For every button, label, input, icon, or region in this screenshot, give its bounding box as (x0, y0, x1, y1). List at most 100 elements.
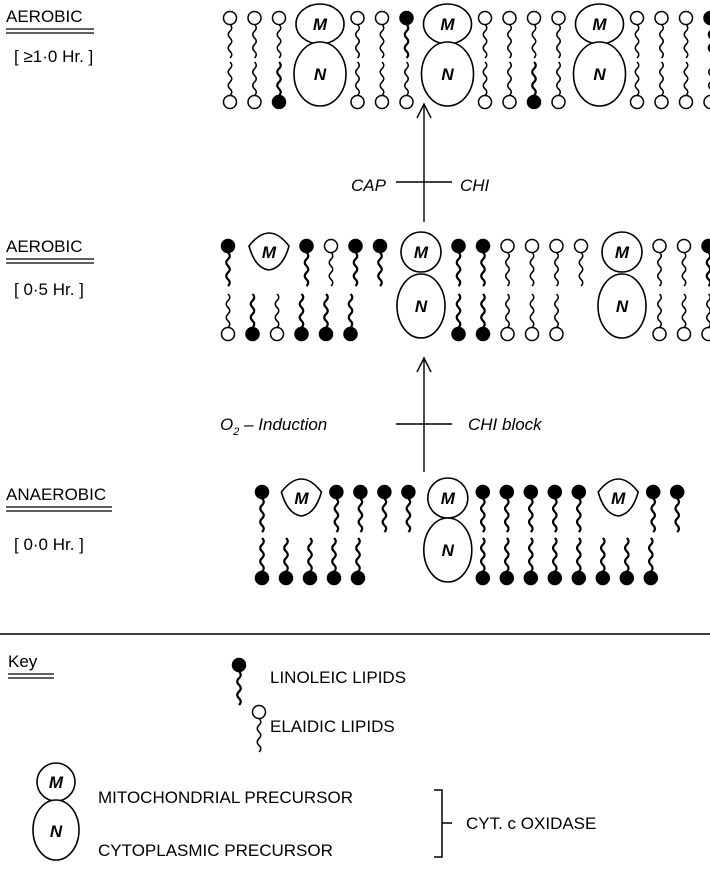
linoleic-lipid (320, 294, 333, 341)
linoleic-lipid (596, 538, 609, 585)
elaidic-lipid (351, 12, 364, 59)
transition-lower: O2 – Induction CHI block (220, 358, 543, 472)
elaidic-lipid (224, 12, 237, 59)
linoleic-lipid (477, 240, 490, 287)
state-3-condition: ANAEROBIC (6, 485, 106, 504)
elaidic-lipid (653, 240, 666, 287)
linoleic-lipid (295, 294, 308, 341)
elaidic-lipid (704, 62, 710, 109)
svg-text:M: M (592, 15, 607, 34)
m-subunit: M (296, 4, 344, 44)
key-n-letter: N (50, 822, 63, 841)
svg-text:N: N (415, 297, 428, 316)
elaidic-lipid (400, 62, 413, 109)
elaidic-lipid (702, 294, 710, 341)
linoleic-lipid (702, 240, 710, 287)
transition-upper-right: CHI (460, 176, 490, 195)
elaidic-lipid (501, 294, 514, 341)
elaidic-lipid (678, 240, 691, 287)
elaidic-lipid (376, 62, 389, 109)
linoleic-lipid (477, 294, 490, 341)
key-linoleic-label: LINOLEIC LIPIDS (270, 668, 406, 687)
elaidic-lipid (678, 294, 691, 341)
elaidic-lipid (552, 62, 565, 109)
key-section: Key LINOLEIC LIPIDS ELAIDIC LIPIDS M N M… (8, 652, 596, 860)
linoleic-lipid (330, 486, 343, 533)
elaidic-lipid (325, 240, 338, 287)
key-enzyme-label: CYT. c OXIDASE (466, 814, 596, 833)
linoleic-lipid (452, 240, 465, 287)
linoleic-lipid (256, 486, 269, 533)
elaidic-lipid (680, 62, 693, 109)
linoleic-lipid (524, 538, 537, 585)
linoleic-lipid (402, 486, 415, 533)
elaidic-lipid (248, 12, 261, 59)
linoleic-lipid (524, 486, 537, 533)
elaidic-lipid (248, 62, 261, 109)
elaidic-lipid (655, 12, 668, 59)
membrane-aerobic-1hr: MMMMNNNN (224, 4, 710, 109)
elaidic-lipid (575, 240, 588, 287)
svg-text:N: N (616, 297, 629, 316)
svg-text:N: N (314, 65, 327, 84)
linoleic-lipid (246, 294, 259, 341)
state-1-condition: AEROBIC (6, 7, 83, 26)
bracket (434, 790, 452, 857)
n-subunit: N (598, 274, 646, 338)
elaidic-lipid (552, 12, 565, 59)
elaidic-lipid (680, 12, 693, 59)
transition-lower-right: CHI block (468, 415, 543, 434)
key-mito-label: MITOCHONDRIAL PRECURSOR (98, 788, 353, 807)
linoleic-lipid (500, 486, 513, 533)
linoleic-lipid (273, 62, 286, 109)
elaidic-lipid (631, 12, 644, 59)
elaidic-lipid (271, 294, 284, 341)
elaidic-lipid (479, 62, 492, 109)
elaidic-lipid (526, 294, 539, 341)
elaidic-lipid (655, 62, 668, 109)
linoleic-lipid (620, 538, 633, 585)
linoleic-lipid (304, 538, 317, 585)
linoleic-lipid (548, 538, 561, 585)
elaidic-lipid (550, 240, 563, 287)
m-subunit: M (424, 4, 472, 44)
elaidic-lipid (273, 12, 286, 59)
state-1-time: [ ≥1·0 Hr. ] (14, 47, 93, 66)
elaidic-lipid (479, 12, 492, 59)
linoleic-lipid (256, 538, 269, 585)
linoleic-lipid (647, 486, 660, 533)
svg-text:M: M (440, 15, 455, 34)
linoleic-lipid (349, 240, 362, 287)
linoleic-lipid (548, 486, 561, 533)
linoleic-lipid (671, 486, 684, 533)
m-subunit: M (281, 479, 321, 516)
elaidic-lipid (631, 62, 644, 109)
linoleic-lipid (280, 538, 293, 585)
elaidic-lipid (503, 12, 516, 59)
svg-text:M: M (611, 489, 626, 508)
state-label-3: ANAEROBIC [ 0·0 Hr. ] (6, 485, 112, 554)
elaidic-lipid-icon (253, 706, 266, 753)
svg-text:M: M (313, 15, 328, 34)
linoleic-lipid (328, 538, 341, 585)
m-subunit-icon: M (37, 763, 75, 801)
linoleic-lipid (300, 240, 313, 287)
linoleic-lipid (476, 486, 489, 533)
state-label-1: AEROBIC [ ≥1·0 Hr. ] (6, 7, 94, 66)
state-2-condition: AEROBIC (6, 237, 83, 256)
key-title: Key (8, 652, 38, 671)
transition-upper-left: CAP (351, 176, 387, 195)
linoleic-lipid (500, 538, 513, 585)
elaidic-lipid (224, 62, 237, 109)
svg-text:N: N (441, 65, 454, 84)
key-elaidic-label: ELAIDIC LIPIDS (270, 717, 395, 736)
linoleic-lipid (572, 538, 585, 585)
n-subunit: N (424, 518, 472, 582)
svg-text:M: M (615, 243, 630, 262)
linoleic-lipid (400, 12, 413, 59)
elaidic-lipid (550, 294, 563, 341)
transition-lower-left: O2 – Induction (220, 415, 327, 438)
linoleic-lipid (233, 659, 246, 706)
